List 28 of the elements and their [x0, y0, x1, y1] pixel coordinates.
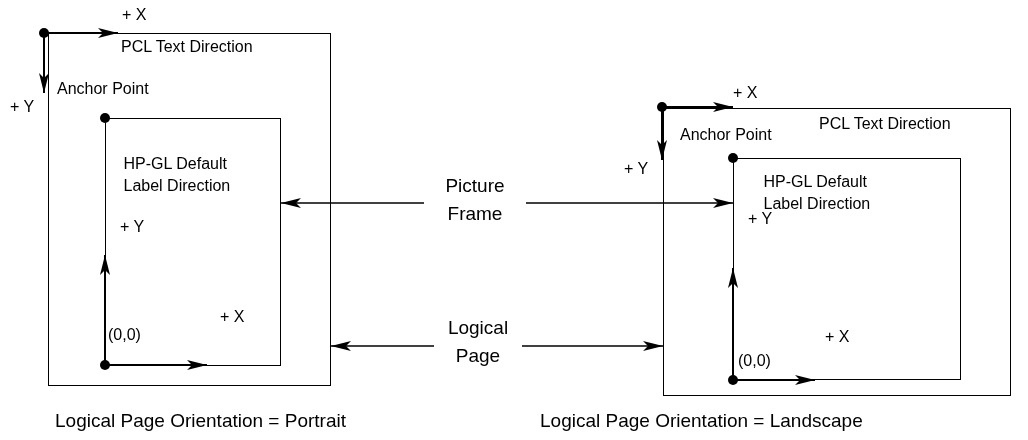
- callout-text: Picture Frame: [430, 172, 520, 232]
- arrow: [521, 341, 664, 351]
- arrow: [525, 198, 734, 208]
- axis-label: + Y: [120, 218, 145, 236]
- axis-label: + Y: [624, 160, 649, 178]
- axis-label: (0,0): [108, 326, 141, 344]
- arrow: [330, 341, 435, 351]
- axis-label: Anchor Point: [57, 80, 149, 98]
- axis-label: + X: [220, 308, 245, 326]
- axis-label: + X: [825, 328, 850, 346]
- axis-label: + Y: [10, 98, 35, 116]
- box-title: PCL Text Direction: [121, 37, 254, 57]
- axis-label: + Y: [748, 210, 773, 228]
- axis-label: + X: [122, 6, 147, 24]
- box-title: HP-GL Default Label Direction: [763, 171, 872, 212]
- logical-page-box: [48, 33, 331, 386]
- arrow: [280, 198, 425, 208]
- axis-label: (0,0): [738, 352, 771, 370]
- axis-label: + X: [733, 84, 758, 102]
- callout-text: Logical Page: [440, 314, 516, 374]
- axis-label: Anchor Point: [680, 126, 772, 144]
- box-title: HP-GL Default Label Direction: [123, 153, 232, 196]
- caption-text: Logical Page Orientation = Portrait: [55, 410, 346, 432]
- caption-text: Logical Page Orientation = Landscape: [540, 410, 863, 432]
- box-title: PCL Text Direction: [819, 114, 952, 134]
- picture-frame-box: [732, 157, 961, 380]
- logical-page-box: [663, 108, 1011, 396]
- picture-frame-box: [104, 117, 281, 366]
